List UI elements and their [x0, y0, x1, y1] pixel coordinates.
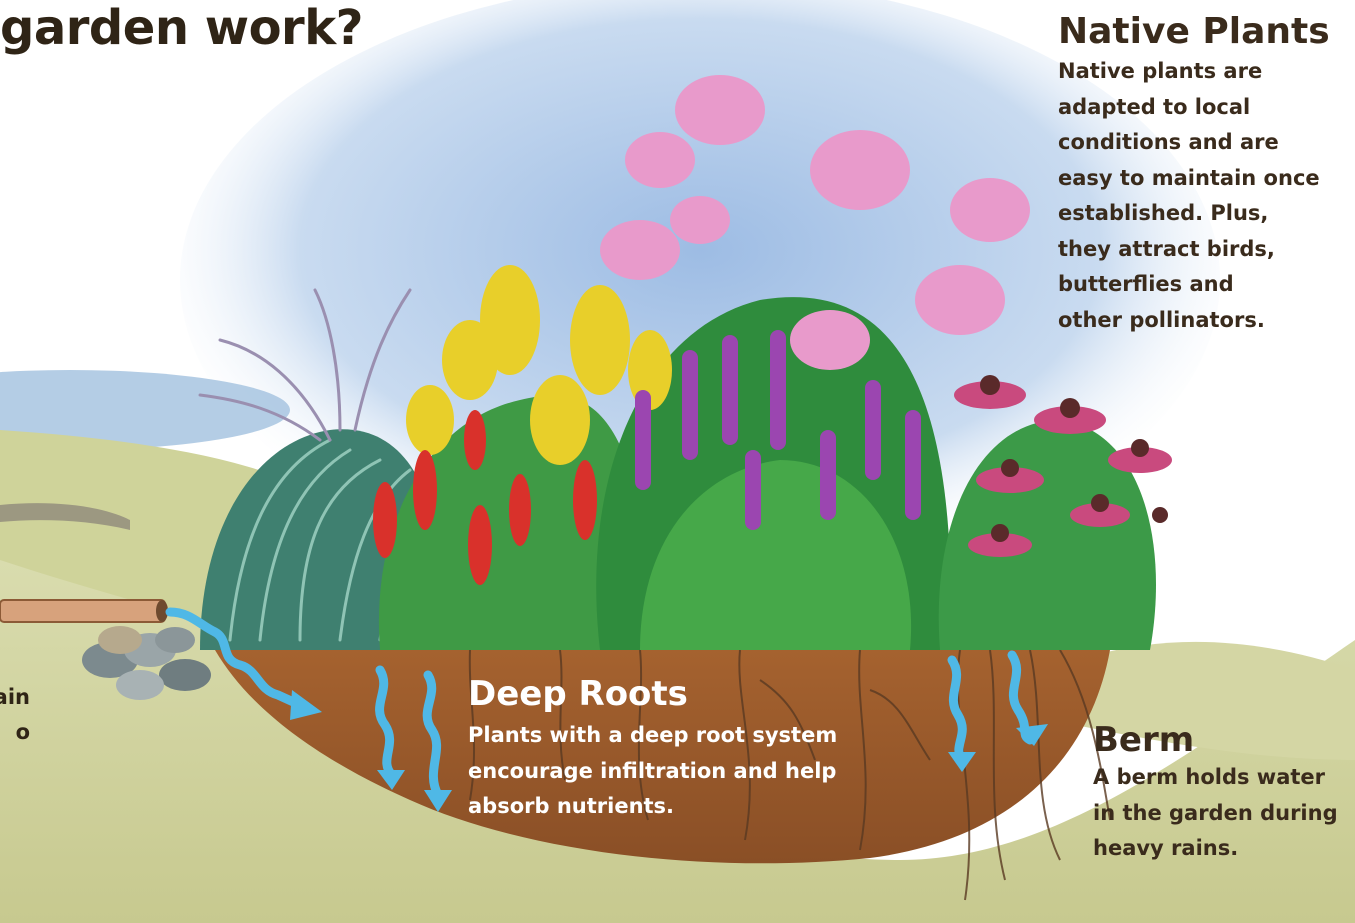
drain-pipe [0, 600, 165, 622]
berm-heading: Berm [1093, 722, 1194, 759]
page-title: garden work? [0, 4, 363, 52]
berm-text: A berm holds water in the garden during … [1093, 760, 1338, 867]
deep-roots-text: Plants with a deep root system encourage… [468, 718, 837, 825]
deep-roots-heading: Deep Roots [468, 676, 688, 713]
native-plants-heading: Native Plants [1058, 12, 1330, 52]
left-cut-text: ain o [0, 680, 30, 750]
native-plants-text: Native plants are adapted to local condi… [1058, 54, 1320, 338]
